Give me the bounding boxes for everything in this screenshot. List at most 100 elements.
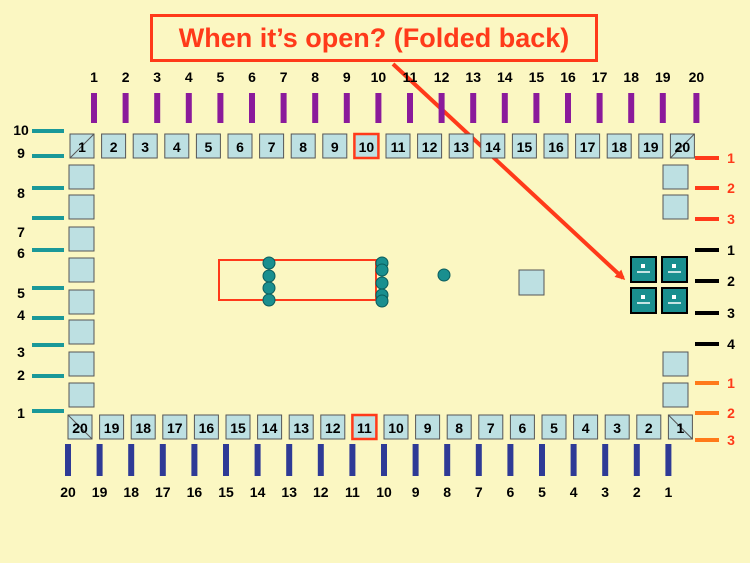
top-pin-label: 1 bbox=[90, 69, 98, 85]
arrow-line bbox=[391, 62, 626, 281]
teal-circle bbox=[262, 269, 276, 283]
top-square-label: 4 bbox=[173, 139, 181, 155]
top-square-label: 20 bbox=[675, 139, 691, 155]
bottom-square-label: 3 bbox=[613, 420, 621, 436]
top-square-label: 14 bbox=[485, 139, 501, 155]
bottom-pin-label: 8 bbox=[443, 484, 451, 500]
right-pin-label: 3 bbox=[727, 432, 735, 448]
top-square-label: 8 bbox=[299, 139, 307, 155]
top-square bbox=[353, 132, 380, 160]
title-text: When it’s open? (Folded back) bbox=[178, 23, 570, 53]
outline-rectangle bbox=[218, 259, 377, 301]
top-pin-label: 8 bbox=[311, 69, 319, 85]
top-pin bbox=[438, 93, 445, 123]
top-square bbox=[290, 133, 316, 159]
left-pin-label: 7 bbox=[17, 224, 25, 240]
top-pin bbox=[185, 93, 192, 123]
top-pin-label: 12 bbox=[434, 69, 450, 85]
top-pin bbox=[693, 93, 700, 123]
top-square-label: 5 bbox=[205, 139, 213, 155]
bottom-pin-label: 15 bbox=[218, 484, 234, 500]
top-square-label: 18 bbox=[611, 139, 627, 155]
top-pin-label: 10 bbox=[371, 69, 387, 85]
bottom-pin-label: 3 bbox=[601, 484, 609, 500]
center-square bbox=[518, 269, 545, 296]
bottom-pin-label: 17 bbox=[155, 484, 171, 500]
top-pin-label: 2 bbox=[122, 69, 130, 85]
top-square-label: 19 bbox=[643, 139, 659, 155]
left-pin bbox=[32, 154, 64, 158]
right-pin-label: 1 bbox=[727, 242, 735, 258]
right-pin-label: 2 bbox=[727, 180, 735, 196]
bottom-pin bbox=[317, 444, 324, 476]
top-square-label: 17 bbox=[580, 139, 596, 155]
left-pin bbox=[32, 343, 64, 347]
bottom-pin bbox=[602, 444, 609, 476]
bottom-pin-label: 16 bbox=[187, 484, 203, 500]
teal-circle bbox=[375, 263, 389, 277]
right-pin-label: 1 bbox=[727, 150, 735, 166]
top-square bbox=[259, 133, 285, 159]
bottom-pin bbox=[570, 444, 577, 476]
teal-circle bbox=[262, 256, 276, 270]
bottom-square-label: 9 bbox=[424, 420, 432, 436]
top-pin bbox=[280, 93, 287, 123]
bottom-square-label: 14 bbox=[262, 420, 278, 436]
bottom-square bbox=[162, 414, 188, 440]
top-square-label: 7 bbox=[268, 139, 276, 155]
left-pin bbox=[32, 129, 64, 133]
bottom-pin bbox=[128, 444, 135, 476]
top-square bbox=[132, 133, 158, 159]
top-pin-label: 5 bbox=[217, 69, 225, 85]
corner-diagonal bbox=[69, 133, 95, 159]
teal-square-dot bbox=[641, 264, 645, 268]
left-pin-label: 1 bbox=[17, 405, 25, 421]
left-pin bbox=[32, 216, 64, 220]
corner-diagonal bbox=[67, 414, 93, 440]
right-pin-orange bbox=[695, 411, 719, 415]
bottom-square bbox=[541, 414, 567, 440]
top-pin-label: 11 bbox=[403, 69, 418, 85]
teal-square-dot bbox=[672, 295, 676, 299]
bottom-pin-label: 11 bbox=[345, 484, 360, 500]
top-square-label: 9 bbox=[331, 139, 339, 155]
left-pin bbox=[32, 248, 64, 252]
left-square bbox=[68, 382, 95, 408]
bottom-square-label: 12 bbox=[325, 420, 341, 436]
top-pin bbox=[596, 93, 603, 123]
left-square bbox=[68, 319, 95, 345]
bottom-pin-label: 20 bbox=[60, 484, 76, 500]
right-pin-black bbox=[695, 342, 719, 346]
teal-circle bbox=[375, 276, 389, 290]
top-pin-label: 4 bbox=[185, 69, 193, 85]
right-pin-black bbox=[695, 279, 719, 283]
bottom-square-label: 1 bbox=[677, 420, 685, 436]
left-square bbox=[68, 194, 95, 220]
right-pin-label: 2 bbox=[727, 273, 735, 289]
top-square bbox=[417, 133, 443, 159]
top-square bbox=[511, 133, 537, 159]
top-pin-label: 17 bbox=[592, 69, 608, 85]
bottom-square bbox=[99, 414, 125, 440]
right-square bbox=[662, 194, 689, 220]
bottom-pin bbox=[191, 444, 198, 476]
top-pin bbox=[122, 93, 129, 123]
bottom-square-label: 2 bbox=[645, 420, 653, 436]
right-square bbox=[662, 351, 689, 377]
bottom-square-label: 8 bbox=[455, 420, 463, 436]
right-pin-label: 1 bbox=[727, 375, 735, 391]
top-square bbox=[101, 133, 127, 159]
left-pin-label: 4 bbox=[17, 307, 25, 323]
right-pin-red bbox=[695, 156, 719, 160]
top-square-label: 15 bbox=[517, 139, 533, 155]
bottom-pin bbox=[96, 444, 103, 476]
top-square-label: 10 bbox=[359, 139, 375, 155]
bottom-pin bbox=[65, 444, 71, 476]
bottom-pin bbox=[349, 444, 356, 476]
top-pin bbox=[217, 93, 224, 123]
bottom-square bbox=[478, 414, 504, 440]
left-pin bbox=[32, 286, 64, 290]
left-pin-label: 8 bbox=[17, 185, 25, 201]
left-square bbox=[68, 289, 95, 315]
